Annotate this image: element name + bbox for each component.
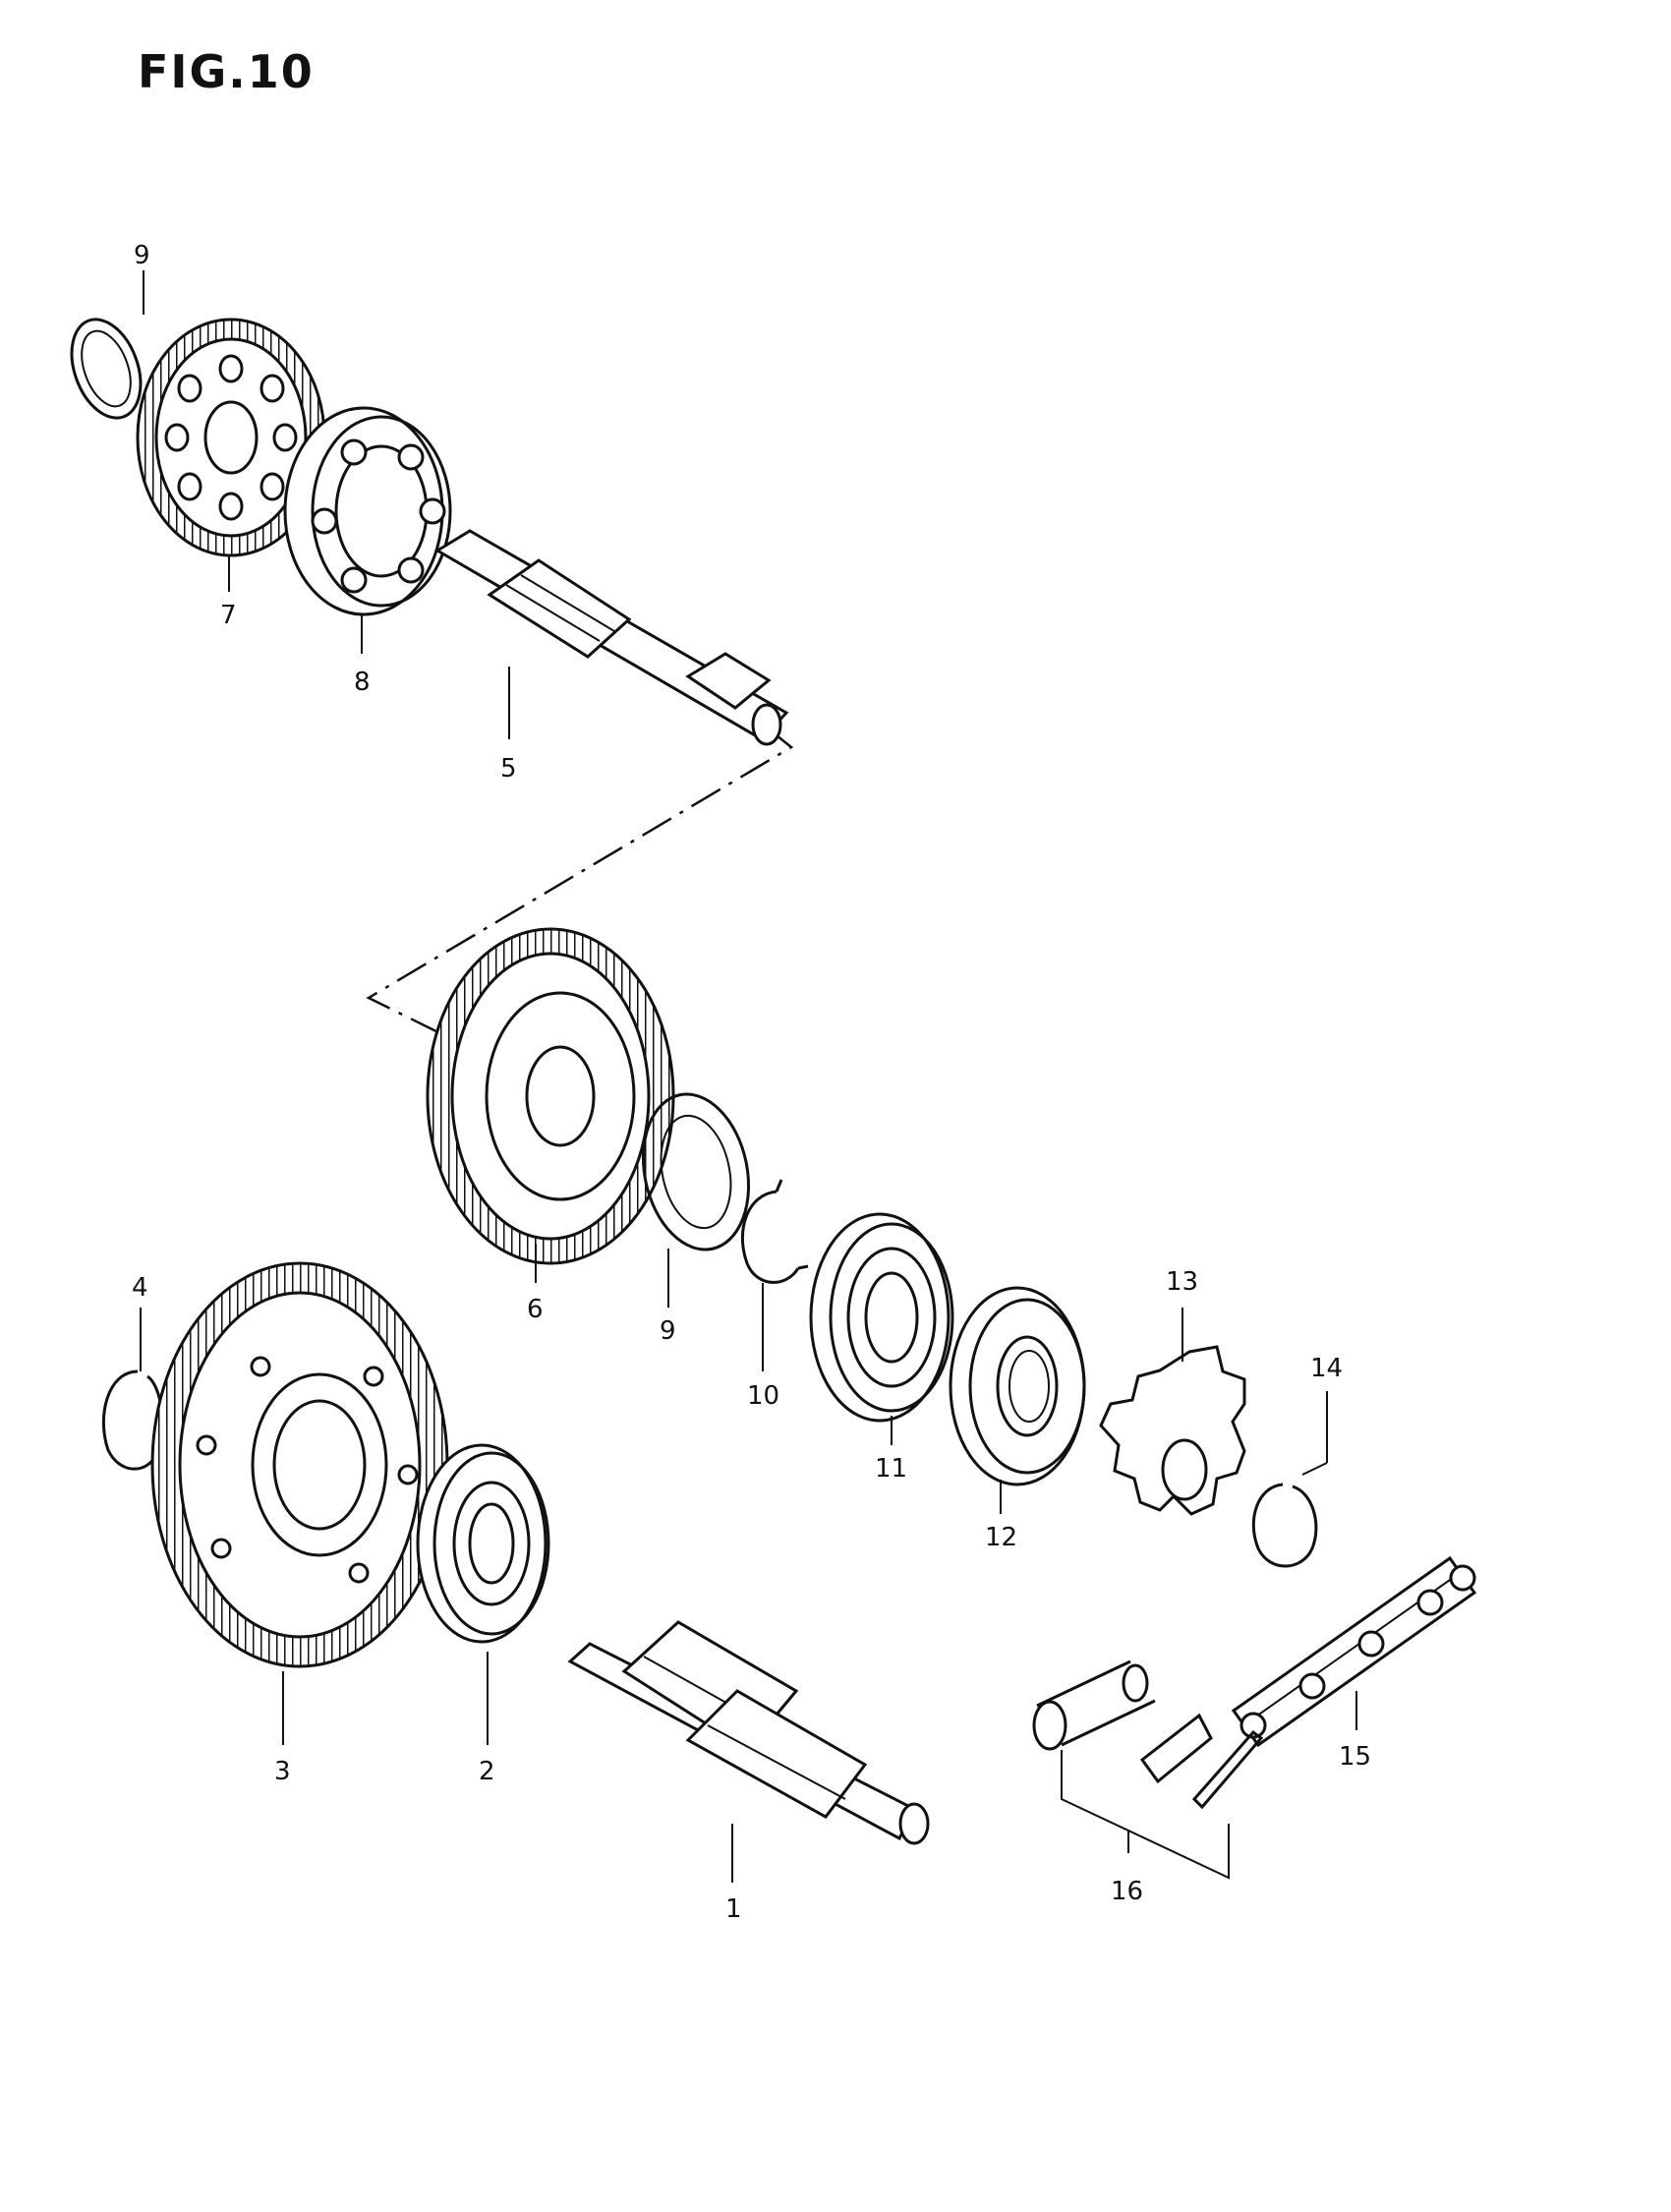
label-7: 7 <box>220 601 237 630</box>
label-9: 9 <box>660 1316 676 1346</box>
label-16: 16 <box>1111 1877 1143 1906</box>
washer-9-top-icon <box>70 318 143 420</box>
label-8: 8 <box>354 668 371 697</box>
gear-7-icon <box>136 318 326 557</box>
label-13: 13 <box>1166 1267 1198 1297</box>
circlip-10-icon <box>740 1179 809 1284</box>
label-5: 5 <box>500 754 517 784</box>
primary-driven-gear-3-icon <box>150 1261 449 1668</box>
part-labels: 9 7 8 5 6 9 10 11 12 13 14 15 16 4 3 2 1 <box>132 241 1371 1924</box>
label-11: 11 <box>875 1454 907 1484</box>
label-14: 14 <box>1310 1354 1343 1383</box>
countershaft-1-icon <box>567 1620 930 1845</box>
sprocket-13-icon <box>1099 1345 1246 1516</box>
figure-title: FIG.10 <box>138 45 315 98</box>
label-6: 6 <box>527 1295 544 1324</box>
gear-6-icon <box>426 927 675 1265</box>
bearing-2-icon <box>416 1443 550 1644</box>
label-1: 1 <box>725 1894 742 1924</box>
leader-lines <box>140 270 1357 1883</box>
chain-joint-16-icon <box>1032 1659 1264 1810</box>
assembly-centerline <box>366 727 794 1046</box>
label-10: 10 <box>747 1381 779 1411</box>
label-15: 15 <box>1339 1742 1371 1772</box>
drive-chain-15-icon <box>1231 1555 1477 1748</box>
washer-9-icon <box>641 1092 751 1252</box>
hub-8-icon <box>283 406 452 616</box>
label-9-top: 9 <box>134 241 150 270</box>
label-2: 2 <box>479 1757 495 1786</box>
sprocket-13-hub <box>1161 1438 1208 1501</box>
shaft-5-icon <box>434 529 789 746</box>
label-12: 12 <box>985 1523 1017 1552</box>
bearing-11-icon <box>809 1212 954 1423</box>
oil-seal-12-icon <box>949 1286 1086 1486</box>
circlip-14-icon <box>1251 1483 1318 1568</box>
label-3: 3 <box>274 1757 291 1786</box>
label-4: 4 <box>132 1273 148 1303</box>
